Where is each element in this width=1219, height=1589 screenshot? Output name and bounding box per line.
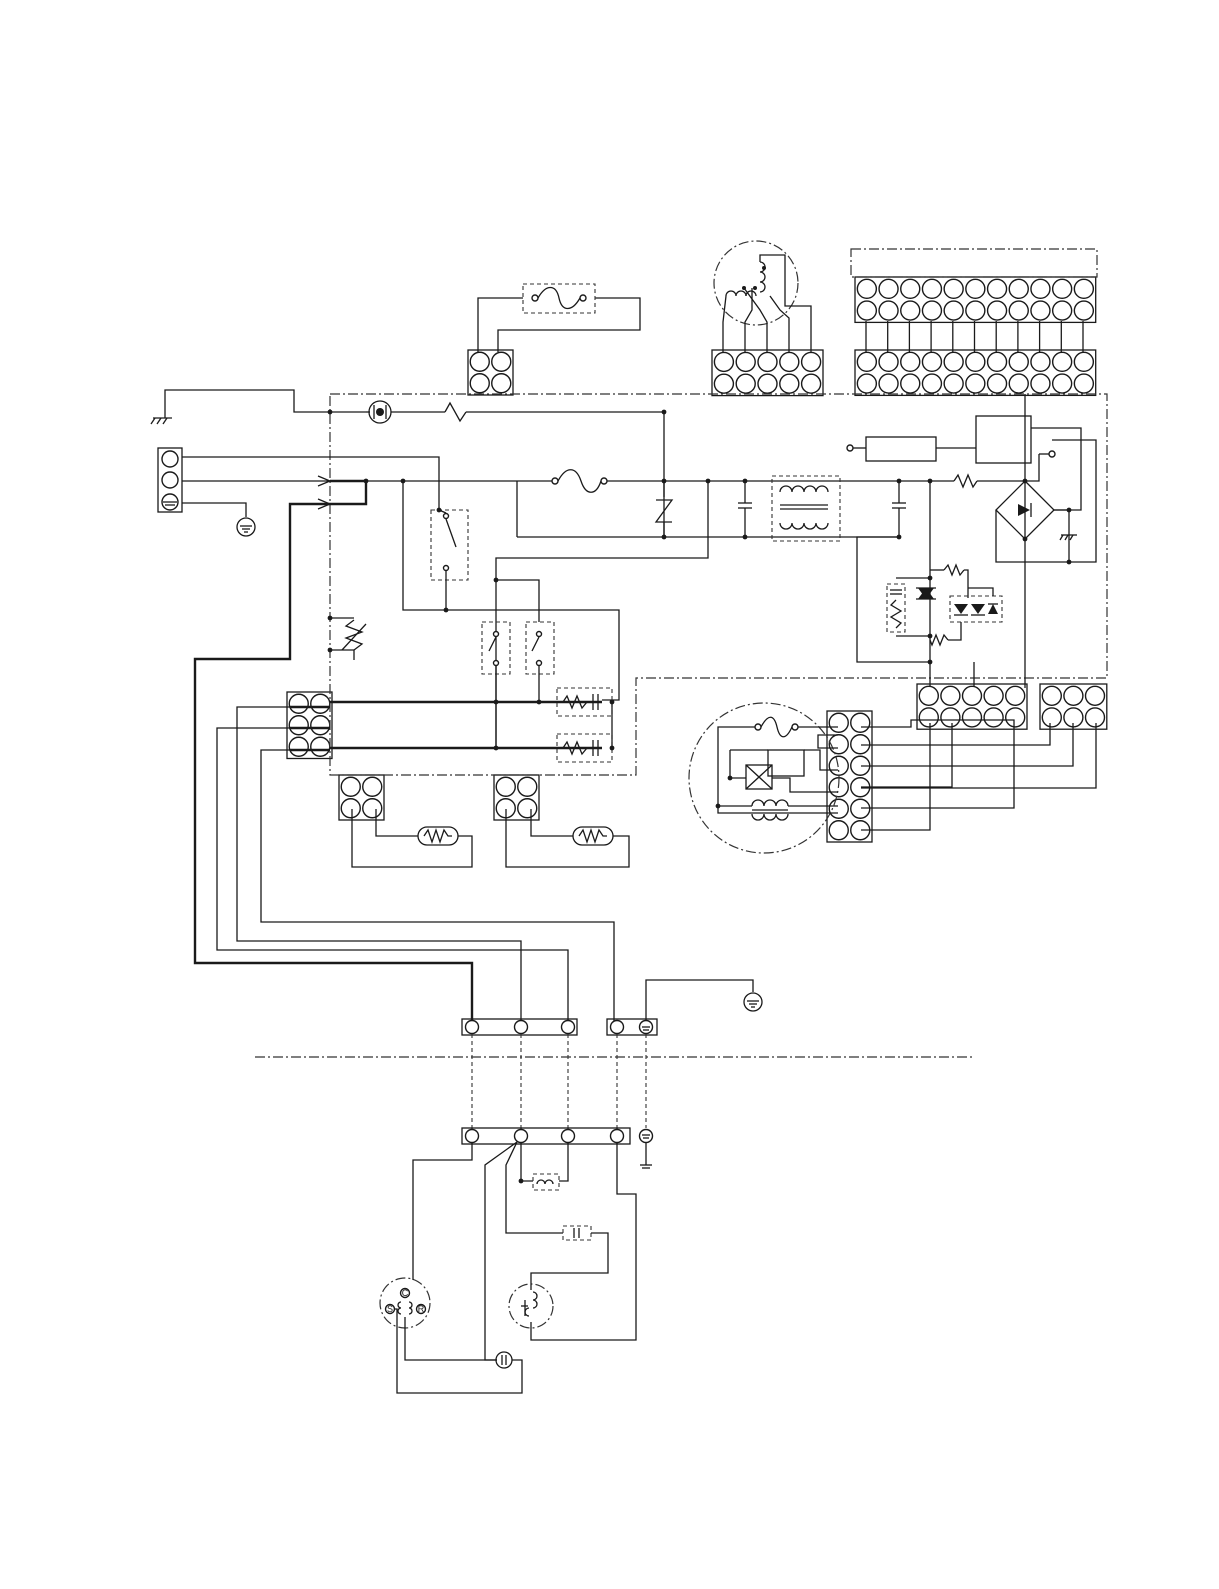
junction-dot [328, 648, 333, 653]
compressor-label-c: C [402, 1288, 409, 1298]
buzzer-icon [866, 437, 936, 461]
outdoor-reactor-icon [533, 1174, 559, 1190]
junction-dot [610, 746, 615, 751]
junction-dot [662, 479, 667, 484]
junction-dots [328, 410, 1072, 1184]
display-connector-upper [855, 277, 1096, 322]
junction-dot [1023, 479, 1028, 484]
thermistor-icon [342, 620, 366, 650]
connectors [287, 277, 1107, 842]
junction-dot [401, 479, 406, 484]
heater-connector [287, 692, 332, 759]
junction-dot [519, 1179, 524, 1184]
junction-dot [743, 535, 748, 540]
fan-motor-fuse-icon [755, 717, 798, 737]
thermal-fuse-icon [369, 401, 391, 423]
gate-resistor-icon [944, 565, 964, 575]
junction-dot [897, 479, 902, 484]
junction-dot [928, 576, 933, 581]
junction-dot [494, 700, 499, 705]
display-connector-lower [855, 350, 1096, 395]
spark-gap-icon [445, 403, 466, 421]
heater-relay-2-icon [532, 632, 542, 666]
earth-ground-icon [237, 518, 255, 536]
thermal-protector-icon [523, 284, 595, 313]
outdoor-terminal-block [462, 1128, 653, 1168]
dropper-resistor-icon [954, 475, 977, 487]
room-temp-sensor-icon [418, 827, 458, 845]
junction-dot [716, 804, 721, 809]
junction-dot [537, 700, 542, 705]
junction-dot [706, 479, 711, 484]
louver-connector [712, 350, 823, 396]
indoor-terminal-block [462, 1019, 657, 1035]
junction-dot [662, 410, 667, 415]
pipe-sensor-connector [494, 775, 539, 820]
junction-dot [364, 479, 369, 484]
snubber-icon [890, 590, 902, 628]
fan-motor-outline [689, 703, 839, 853]
fan-motor-connector [827, 711, 872, 842]
outdoor-ground-icon [744, 993, 762, 1011]
junction-dot [928, 479, 933, 484]
filter-capacitor-1-icon [738, 481, 752, 537]
junction-dot [444, 608, 449, 613]
common-mode-choke-icon [780, 486, 828, 529]
display-board-links [866, 321, 1083, 352]
compressor-capacitor-icon [496, 1352, 512, 1368]
pipe-temp-sensor-icon [573, 827, 613, 845]
chassis-ground-icon [151, 418, 172, 424]
fan-motor-capacitor-icon [768, 750, 804, 776]
thermal-protector-connector [468, 350, 513, 395]
interconnect-wires [472, 1034, 646, 1136]
main-relay-icon [444, 514, 457, 611]
junction-dot [328, 616, 333, 621]
filter-capacitor-2-icon [892, 481, 906, 537]
junction-dot [928, 660, 933, 665]
junction-dot [728, 776, 733, 781]
junction-dot [494, 578, 499, 583]
junction-dot [1067, 560, 1072, 565]
junction-dot [1023, 537, 1028, 542]
aux-connector [1040, 684, 1107, 729]
compressor-label-s: S [387, 1304, 393, 1314]
junction-dot [928, 634, 933, 639]
fan-motor-sensor-icon [746, 765, 772, 789]
board-fuse-icon [552, 470, 607, 493]
junction-dot [610, 700, 615, 705]
heater-relay-1-icon [489, 632, 499, 666]
outdoor-fan-winding-icon [525, 1292, 537, 1316]
compressor-icon: C S R [386, 1288, 426, 1314]
fan-capacitor-icon [563, 1226, 591, 1240]
junction-dot [897, 535, 902, 540]
compressor-label-r: R [418, 1304, 425, 1314]
optocoupler-icon [954, 604, 998, 615]
room-sensor-connector [339, 775, 384, 820]
fan-motor-winding-icon [752, 800, 788, 820]
outdoor-fan-motor-outline [509, 1284, 553, 1328]
fan-connector [917, 684, 1027, 729]
triac-resistor-icon [930, 635, 948, 645]
junction-dot [494, 746, 499, 751]
junction-dot [1067, 508, 1072, 513]
junction-dot [743, 479, 748, 484]
triac-icon [916, 588, 936, 599]
junction-dot [437, 508, 442, 513]
power-terminal-block [158, 448, 182, 512]
junction-dot [662, 535, 667, 540]
junction-dot [328, 410, 333, 415]
display-board-outline [851, 249, 1097, 277]
